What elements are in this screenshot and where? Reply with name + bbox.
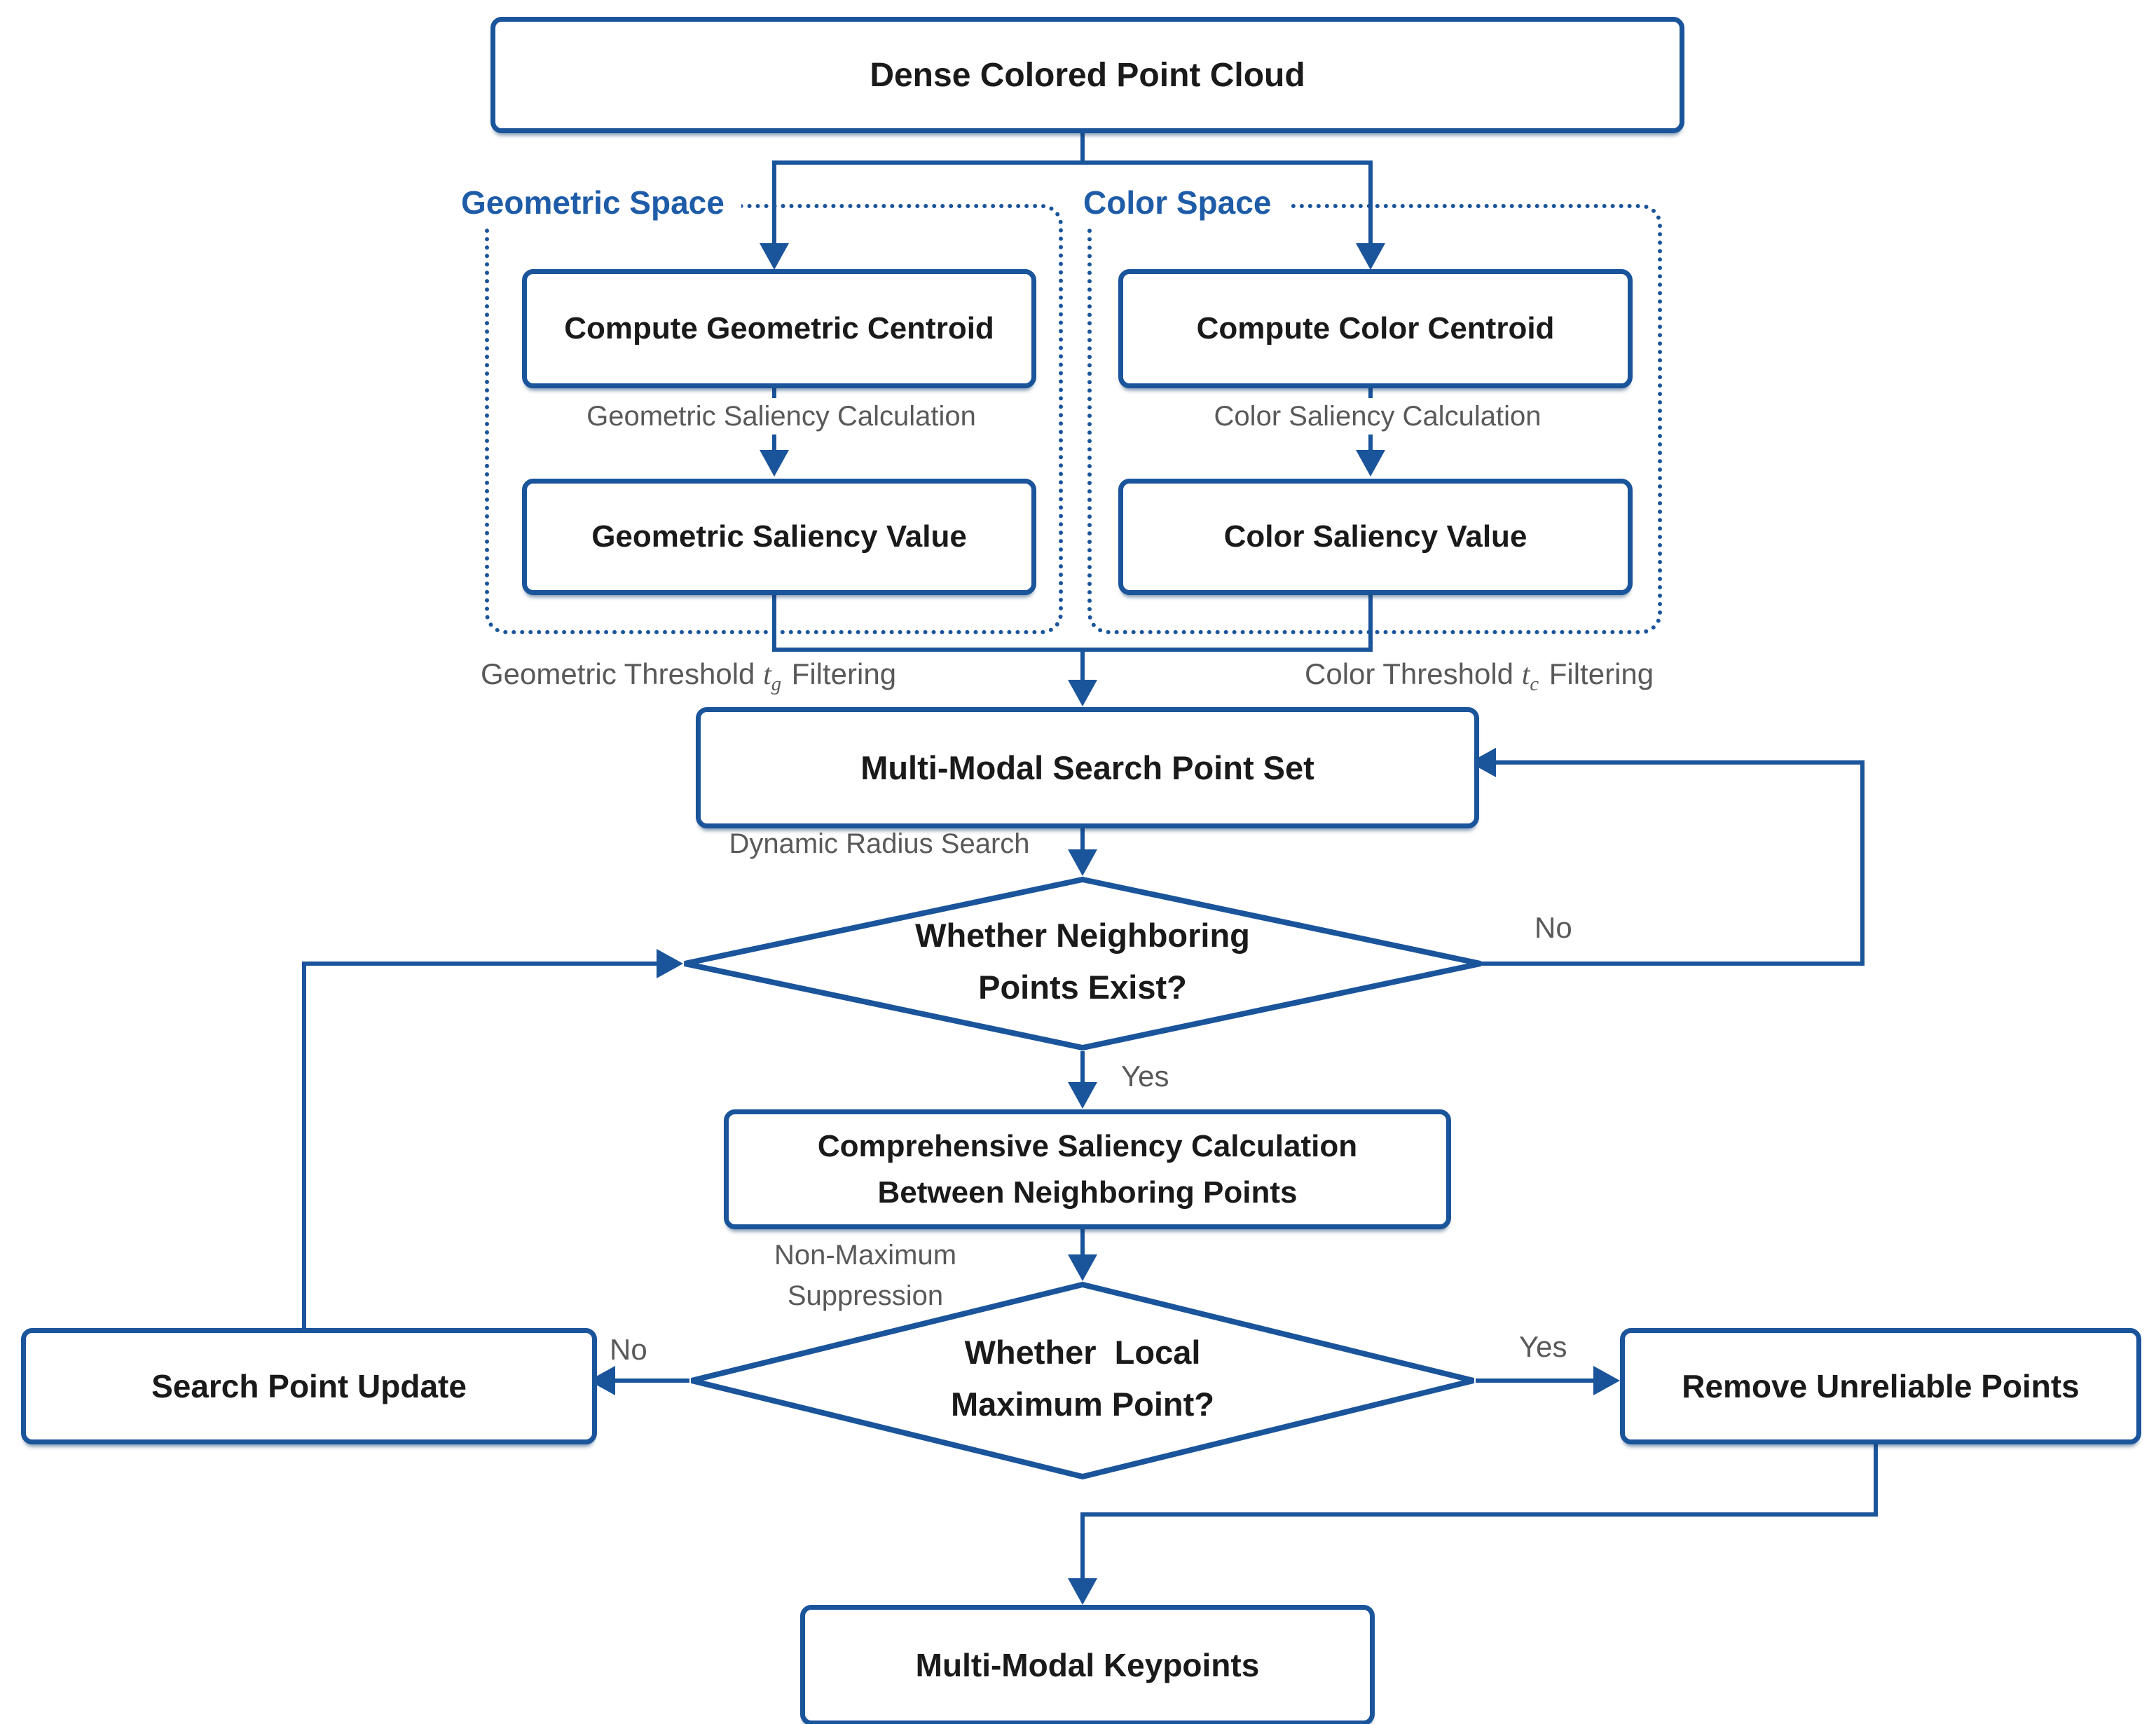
color-threshold-suffix: Filtering xyxy=(1541,657,1654,690)
edge-no2-hline xyxy=(615,1378,689,1383)
neighbor-decision-label: Whether Neighboring Points Exist? xyxy=(915,917,1250,1006)
color-threshold-subscript: c xyxy=(1530,673,1539,696)
edge-label-geometric-saliency-calculation: Geometric Saliency Calculation xyxy=(554,398,1009,435)
color-threshold-prefix: Color Threshold xyxy=(1305,657,1522,690)
edge-yes2-hline xyxy=(1476,1378,1593,1383)
group-color-space xyxy=(1087,204,1662,634)
edge-color-drop-vline xyxy=(1368,585,1373,652)
maximum-decision-diamond xyxy=(691,1281,1474,1480)
node-compute-color-centroid: Compute Color Centroid xyxy=(1118,269,1633,388)
arrowhead-to-comprehensive xyxy=(1068,1082,1097,1109)
node-remove-unreliable-points-label: Remove Unreliable Points xyxy=(1682,1368,2080,1404)
node-compute-geometric-centroid-label: Compute Geometric Centroid xyxy=(564,311,994,346)
node-search-point-update: Search Point Update xyxy=(21,1328,597,1444)
node-multi-modal-search-point-set-label: Multi-Modal Search Point Set xyxy=(860,749,1314,786)
maximum-decision-label: Whether Local Maximum Point? xyxy=(950,1334,1215,1423)
geo-threshold-subscript: g xyxy=(771,673,782,696)
edge-split-hline xyxy=(772,160,1373,165)
edge-update-loop-vline xyxy=(302,962,306,1328)
node-multi-modal-keypoints: Multi-Modal Keypoints xyxy=(800,1605,1375,1724)
geo-threshold-var: t xyxy=(763,659,771,691)
node-comprehensive-saliency-calculation-label: Comprehensive Saliency Calculation Betwe… xyxy=(817,1128,1358,1210)
edge-merge-center-vline xyxy=(1080,652,1085,680)
node-geometric-saliency-value-label: Geometric Saliency Value xyxy=(591,519,967,554)
arrowhead-to-search-set xyxy=(1068,680,1097,706)
arrowhead-to-maximum-diamond xyxy=(1068,1254,1097,1281)
group-geometric-space-label: Geometric Space xyxy=(455,184,741,228)
edge-no-loop-bottom-hline xyxy=(1481,962,1862,966)
maximum-decision-diamond-shape xyxy=(691,1281,1474,1480)
edge-remove-down-vline xyxy=(1874,1435,1878,1514)
arrowhead-to-keypoints xyxy=(1068,1578,1097,1605)
arrowhead-to-compute-color xyxy=(1356,243,1385,270)
edge-remove-keypoints-hline xyxy=(1080,1512,1878,1517)
edge-split-right-vline xyxy=(1368,160,1373,243)
node-multi-modal-keypoints-label: Multi-Modal Keypoints xyxy=(915,1647,1260,1683)
node-dense-colored-point-cloud-label: Dense Colored Point Cloud xyxy=(870,56,1305,94)
edge-label-geometric-threshold-filtering: Geometric Threshold tg Filtering xyxy=(481,657,897,696)
arrowhead-loop-to-neighbor-diamond xyxy=(657,949,683,978)
edge-label-dynamic-radius-search: Dynamic Radius Search xyxy=(729,828,1030,859)
edge-merge-hline xyxy=(772,648,1373,652)
edge-label-yes-2: Yes xyxy=(1519,1330,1567,1363)
node-geometric-saliency-value: Geometric Saliency Value xyxy=(522,479,1036,595)
node-comprehensive-saliency-calculation: Comprehensive Saliency Calculation Betwe… xyxy=(724,1109,1451,1229)
node-search-point-update-label: Search Point Update xyxy=(151,1368,467,1404)
arrowhead-to-neighbor-diamond xyxy=(1068,849,1097,876)
edge-label-yes-1: Yes xyxy=(1121,1060,1169,1093)
neighbor-decision-diamond-shape xyxy=(684,876,1481,1051)
color-threshold-var: t xyxy=(1521,659,1530,691)
edge-label-no-2: No xyxy=(610,1333,647,1366)
node-color-saliency-value-label: Color Saliency Value xyxy=(1223,519,1527,554)
edge-dense-split-vline xyxy=(1080,123,1085,163)
node-remove-unreliable-points: Remove Unreliable Points xyxy=(1620,1328,2141,1444)
edge-split-left-vline xyxy=(772,160,776,243)
edge-keypoints-vline xyxy=(1080,1512,1085,1578)
edge-yes1-vline xyxy=(1080,1051,1085,1082)
edge-label-no-1: No xyxy=(1534,911,1572,944)
edge-label-color-saliency-calculation: Color Saliency Calculation xyxy=(1150,398,1605,435)
arrowhead-to-remove-points xyxy=(1593,1366,1620,1395)
node-dense-colored-point-cloud: Dense Colored Point Cloud xyxy=(490,17,1684,133)
edge-update-loop-hline xyxy=(302,962,657,966)
edge-no-loop-top-hline xyxy=(1496,760,1860,765)
edge-searchset-diamond-vline xyxy=(1080,819,1085,849)
arrowhead-to-compute-geometric xyxy=(760,243,789,270)
edge-geo-drop-vline xyxy=(772,585,776,652)
node-multi-modal-search-point-set: Multi-Modal Search Point Set xyxy=(696,707,1479,828)
edge-label-color-threshold-filtering: Color Threshold tc Filtering xyxy=(1305,657,1654,696)
node-compute-geometric-centroid: Compute Geometric Centroid xyxy=(522,269,1036,388)
edge-no-loop-vline xyxy=(1860,760,1865,966)
geo-threshold-prefix: Geometric Threshold xyxy=(481,657,764,690)
node-color-saliency-value: Color Saliency Value xyxy=(1118,479,1633,595)
group-color-space-label: Color Space xyxy=(1078,184,1289,228)
arrowhead-to-color-value xyxy=(1356,450,1385,477)
neighbor-decision-diamond xyxy=(684,876,1481,1051)
arrowhead-to-geo-value xyxy=(760,450,789,477)
edge-comprehensive-diamond-vline xyxy=(1080,1219,1085,1254)
node-compute-color-centroid-label: Compute Color Centroid xyxy=(1196,311,1555,346)
geo-threshold-suffix: Filtering xyxy=(783,657,897,690)
edge-label-non-maximum-suppression: Non-Maximum Suppression xyxy=(774,1240,957,1311)
